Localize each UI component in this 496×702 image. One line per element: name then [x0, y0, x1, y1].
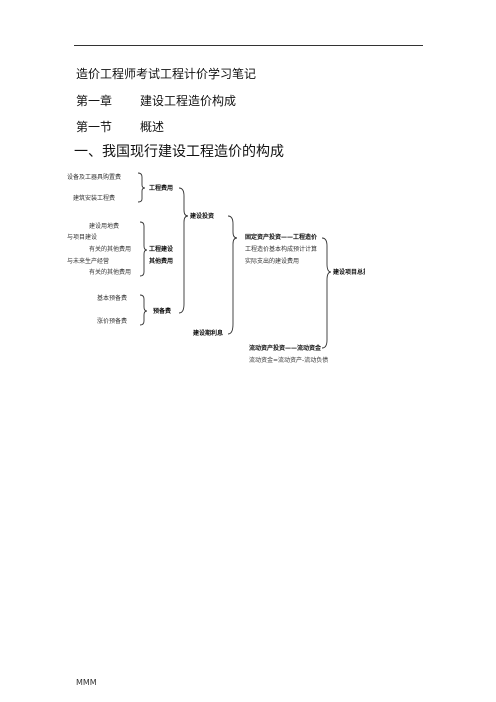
project-related-label: 与项目建设 [67, 233, 97, 241]
other-cost-b-label: 其他费用 [149, 257, 173, 265]
construction-investment-label: 建设投资 [190, 212, 214, 220]
fixed-desc-2-label: 实际支出的建设费用 [245, 257, 299, 265]
total-investment-label: 建设项目总投资 [333, 268, 365, 276]
chapter-heading: 第一章 建设工程造价构成 [76, 94, 236, 108]
working-capital-label: 流动资产投资——流动资金 [249, 344, 322, 352]
fixed-asset-label: 固定资产投资——工程造价 [245, 233, 318, 241]
chapter-title: 建设工程造价构成 [140, 94, 237, 108]
brace-reserve [139, 294, 148, 326]
cost-composition-diagram: 设备及工器具购置费 建筑安装工程费 建设用地费 与项目建设 有关的其他费用 与未… [67, 172, 365, 364]
related-other-1-label: 有关的其他费用 [89, 245, 131, 253]
construction-install-label: 建筑安装工程费 [73, 194, 115, 202]
brace-other-costs [139, 221, 148, 277]
brace-total-investment [321, 237, 332, 349]
other-cost-a-label: 工程建设 [149, 245, 173, 253]
engineering-cost-label: 工程费用 [149, 184, 173, 192]
document-title: 造价工程师考试工程计价学习笔记 [76, 67, 257, 81]
header-rule [74, 45, 423, 46]
basic-reserve-label: 基本预备费 [97, 294, 127, 302]
page-footer: MMM [76, 678, 97, 687]
section-title: 概述 [140, 120, 165, 134]
price-reserve-label: 涨价预备费 [97, 317, 127, 325]
working-desc-label: 流动资金=流动资产-流动负债 [249, 356, 328, 364]
related-other-2-label: 有关的其他费用 [89, 268, 131, 276]
brace-engineering [137, 172, 146, 203]
subsection-heading: 一、我国现行建设工程造价的构成 [74, 144, 284, 160]
fixed-desc-1-label: 工程造价基本构成预计计算 [245, 245, 317, 253]
section-number: 第一节 [76, 120, 113, 134]
reserve-fee-label: 预备费 [153, 307, 171, 315]
section-heading: 第一节 概述 [76, 120, 164, 134]
land-use-label: 建设用地费 [89, 222, 119, 230]
future-production-label: 与未来生产经营 [67, 257, 109, 265]
brace-fixed-asset [227, 215, 238, 335]
equipment-cost-label: 设备及工器具购置费 [67, 173, 121, 181]
brace-construction-investment [178, 187, 189, 314]
chapter-number: 第一章 [76, 94, 113, 108]
interest-label: 建设期利息 [193, 329, 223, 337]
